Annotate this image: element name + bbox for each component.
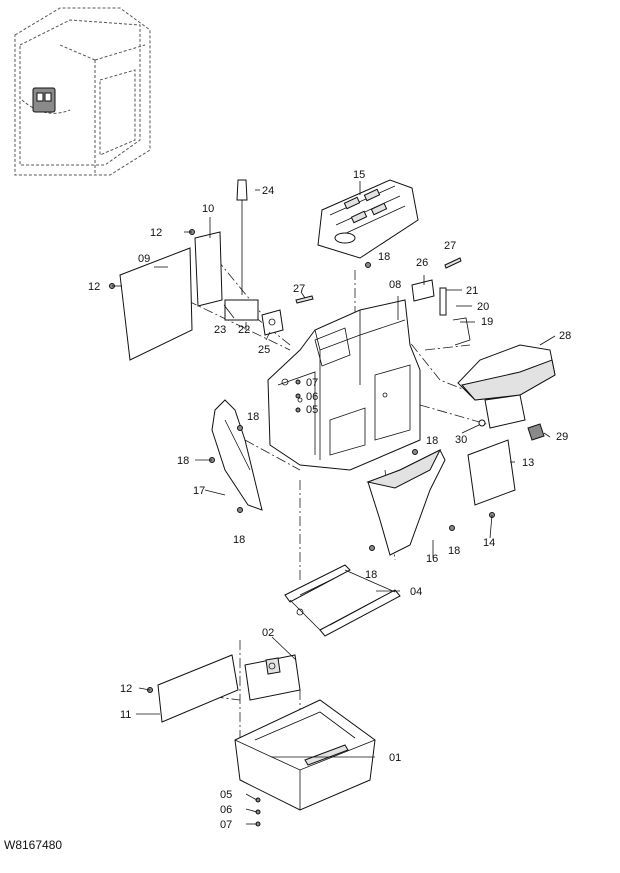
part-27-pin-b bbox=[444, 257, 462, 269]
callout-18-right: 18 bbox=[426, 435, 438, 447]
callout-09: 09 bbox=[138, 253, 150, 265]
drawing-number: W8167480 bbox=[4, 838, 62, 852]
callout-04: 04 bbox=[410, 586, 422, 598]
callout-18-top: 18 bbox=[378, 251, 390, 263]
part-02-bracket bbox=[244, 654, 301, 701]
callout-18-lower: 18 bbox=[233, 534, 245, 546]
callout-17: 17 bbox=[193, 485, 205, 497]
callout-05: 05 bbox=[220, 789, 232, 801]
callout-24: 24 bbox=[262, 185, 274, 197]
callout-30: 30 bbox=[455, 434, 467, 446]
small-parts-right bbox=[411, 279, 471, 346]
callout-14: 14 bbox=[483, 537, 495, 549]
callout-06-frame: 06 bbox=[306, 391, 318, 403]
part-28-armrest bbox=[457, 344, 556, 441]
part-30-washer bbox=[478, 419, 486, 427]
part-10-panel bbox=[194, 231, 223, 307]
left-panels bbox=[119, 231, 223, 361]
callout-18-cover: 18 bbox=[247, 411, 259, 423]
fasteners bbox=[109, 229, 495, 827]
callout-labels: 01 02 04 05 06 07 07 06 05 08 09 10 11 1… bbox=[88, 169, 571, 831]
cab-locator-view bbox=[14, 7, 151, 176]
callout-28: 28 bbox=[559, 330, 571, 342]
callout-29: 29 bbox=[556, 431, 568, 443]
callout-11: 11 bbox=[120, 709, 131, 721]
callout-08: 08 bbox=[389, 279, 401, 291]
callout-10: 10 bbox=[202, 203, 214, 215]
callout-19: 19 bbox=[481, 316, 493, 328]
callout-12-top: 12 bbox=[150, 227, 162, 239]
callout-25: 25 bbox=[258, 344, 270, 356]
part-29-knob bbox=[527, 423, 545, 441]
callout-20: 20 bbox=[477, 301, 489, 313]
callout-22: 22 bbox=[238, 324, 250, 336]
callout-21: 21 bbox=[466, 285, 478, 297]
part-13-plate bbox=[467, 439, 516, 506]
part-11-plate bbox=[157, 654, 239, 723]
callout-13: 13 bbox=[522, 457, 534, 469]
callout-01: 01 bbox=[389, 752, 401, 764]
part-22-bracket bbox=[224, 299, 259, 321]
callout-23: 23 bbox=[214, 324, 226, 336]
part-27-pin bbox=[295, 295, 314, 304]
part-21-spring bbox=[439, 287, 447, 316]
callout-15: 15 bbox=[353, 169, 365, 181]
callout-07: 07 bbox=[220, 819, 232, 831]
part-25-block bbox=[261, 309, 284, 336]
part-01-base-box bbox=[234, 699, 376, 811]
callout-26: 26 bbox=[416, 257, 428, 269]
part-08-main-frame bbox=[267, 299, 421, 471]
lever-assembly bbox=[224, 179, 462, 336]
callout-27-left: 27 bbox=[293, 283, 305, 295]
callout-18-left: 18 bbox=[177, 455, 189, 467]
part-24-knob bbox=[236, 179, 248, 201]
part-16-side-cover bbox=[366, 448, 446, 556]
part-26-switch bbox=[411, 279, 435, 302]
part-15-top-cover bbox=[317, 179, 419, 259]
callout-18-side: 18 bbox=[448, 545, 460, 557]
callout-12-bottom: 12 bbox=[120, 683, 132, 695]
callout-05-frame: 05 bbox=[306, 404, 318, 416]
part-09-panel bbox=[119, 247, 193, 361]
callout-18-bottom: 18 bbox=[365, 569, 377, 581]
callout-07-frame: 07 bbox=[306, 377, 318, 389]
leader-lines bbox=[112, 181, 556, 825]
callout-02: 02 bbox=[262, 627, 274, 639]
part-04-rail-assembly bbox=[284, 564, 401, 637]
callout-12-left: 12 bbox=[88, 281, 100, 293]
part-17-side-cover bbox=[211, 399, 263, 511]
callout-27-right: 27 bbox=[444, 240, 456, 252]
callout-16: 16 bbox=[426, 553, 438, 565]
console-locator-mark bbox=[32, 87, 56, 113]
callout-06: 06 bbox=[220, 804, 232, 816]
